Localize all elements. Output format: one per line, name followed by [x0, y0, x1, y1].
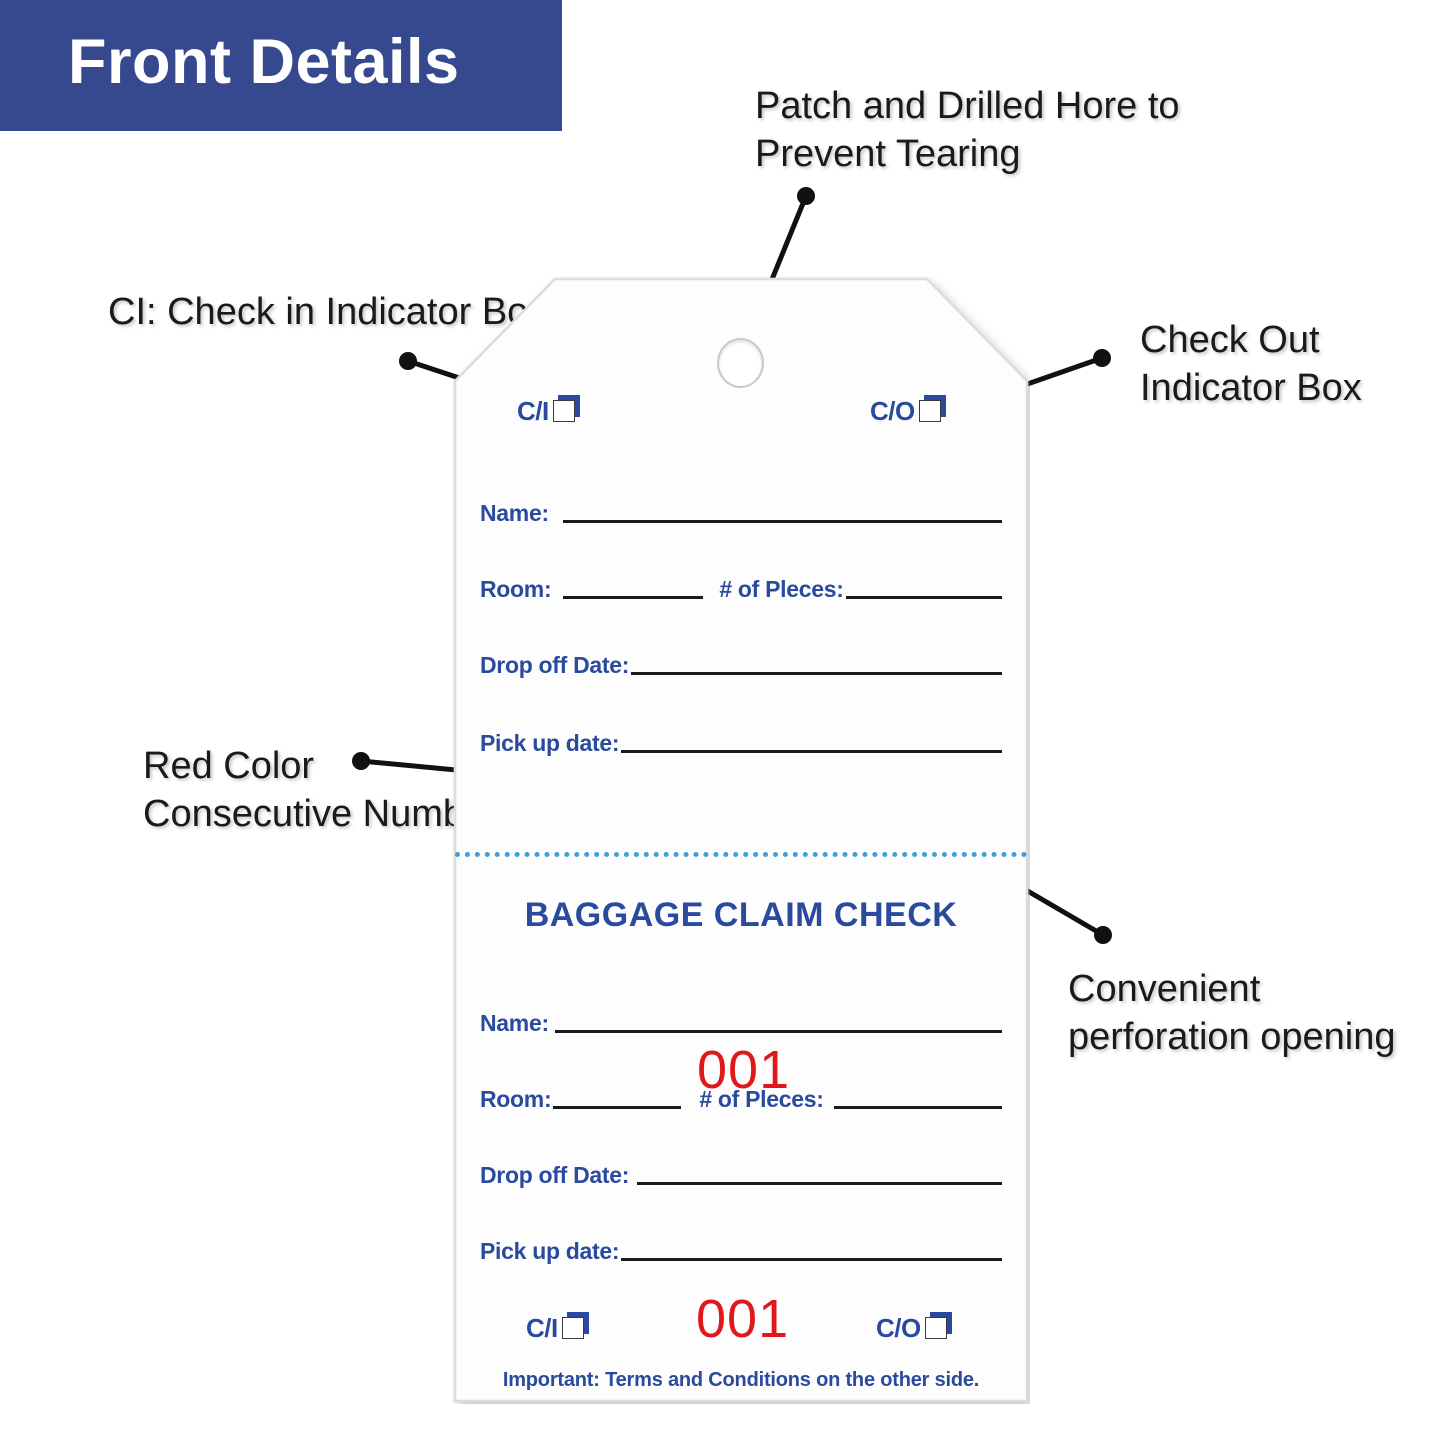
- field-rule-pickup-date[interactable]: [621, 1257, 1002, 1261]
- field-label-pickup-date: Pick up date:: [480, 1238, 620, 1264]
- field-label-name: Name:: [480, 1010, 549, 1036]
- annotation-check-in-indicator-box: CI: Check in Indicator Box: [108, 291, 548, 333]
- check-out-label-bottom: C/O: [876, 1313, 921, 1343]
- header-banner: Front Details: [0, 0, 562, 131]
- check-out-label-top: C/O: [870, 396, 915, 426]
- field-row-name-top: Name:: [480, 502, 1002, 525]
- field-row-pickup-top: Pick up date:: [480, 732, 1002, 755]
- field-rule-room[interactable]: [553, 1105, 682, 1109]
- tag-outline-shape: [453, 277, 1029, 1403]
- field-rule-dropoff-date[interactable]: [637, 1181, 1002, 1185]
- serial-number-top: 001: [697, 1040, 791, 1100]
- field-rule-room[interactable]: [563, 595, 704, 599]
- field-label-pieces: # of Pleces:: [719, 576, 844, 602]
- check-out-checkbox-bottom[interactable]: C/O: [876, 1311, 952, 1344]
- field-rule-name[interactable]: [562, 519, 1002, 523]
- field-label-pickup-date: Pick up date:: [480, 730, 620, 756]
- field-row-pickup-bottom: Pick up date:: [480, 1240, 1002, 1263]
- check-in-label-top: C/I: [517, 396, 549, 426]
- baggage-claim-tag: C/I C/O Name: Room: # of Pleces: Drop of…: [452, 276, 1030, 1404]
- field-row-name-bottom: Name:: [480, 1012, 1002, 1035]
- field-label-room: Room:: [480, 576, 552, 602]
- check-in-label-bottom: C/I: [526, 1313, 558, 1343]
- annotation-check-out-indicator-box: Check Out Indicator Box: [1140, 319, 1362, 409]
- field-row-dropoff-top: Drop off Date:: [480, 654, 1002, 677]
- check-out-checkbox-top[interactable]: C/O: [870, 394, 946, 427]
- drilled-hole-icon: [717, 338, 764, 388]
- section-title-baggage-claim-check: BAGGAGE CLAIM CHECK: [524, 896, 958, 934]
- field-rule-name[interactable]: [554, 1029, 1002, 1033]
- field-label-pieces: # of Pleces:: [699, 1086, 824, 1112]
- serial-number-bottom: 001: [696, 1289, 790, 1349]
- field-label-room: Room:: [480, 1086, 552, 1112]
- annotation-perforation-opening: Convenient perforation opening: [1068, 968, 1396, 1058]
- field-row-dropoff-bottom: Drop off Date:: [480, 1164, 1002, 1187]
- checkbox-icon[interactable]: [561, 1311, 589, 1342]
- check-in-checkbox-top[interactable]: C/I: [517, 394, 580, 427]
- check-in-checkbox-bottom[interactable]: C/I: [526, 1311, 589, 1344]
- checkbox-icon[interactable]: [918, 394, 946, 425]
- field-label-dropoff-date: Drop off Date:: [480, 1162, 630, 1188]
- checkbox-icon[interactable]: [924, 1311, 952, 1342]
- page-title: Front Details: [68, 27, 460, 97]
- field-row-room-pieces-top: Room: # of Pleces:: [480, 578, 1002, 601]
- footer-terms-note: Important: Terms and Conditions on the o…: [502, 1369, 980, 1391]
- field-rule-dropoff-date[interactable]: [631, 671, 1002, 675]
- annotation-patch-drilled-hole: Patch and Drilled Hore to Prevent Tearin…: [755, 85, 1180, 175]
- checkbox-icon[interactable]: [552, 394, 580, 425]
- field-label-name: Name:: [480, 500, 549, 526]
- field-rule-pickup-date[interactable]: [621, 749, 1002, 753]
- field-rule-pieces[interactable]: [845, 595, 1002, 599]
- field-label-dropoff-date: Drop off Date:: [480, 652, 630, 678]
- field-rule-pieces[interactable]: [833, 1105, 1002, 1109]
- perforation-line: [455, 852, 1027, 857]
- field-row-room-pieces-bottom: Room: # of Pleces:: [480, 1088, 1002, 1111]
